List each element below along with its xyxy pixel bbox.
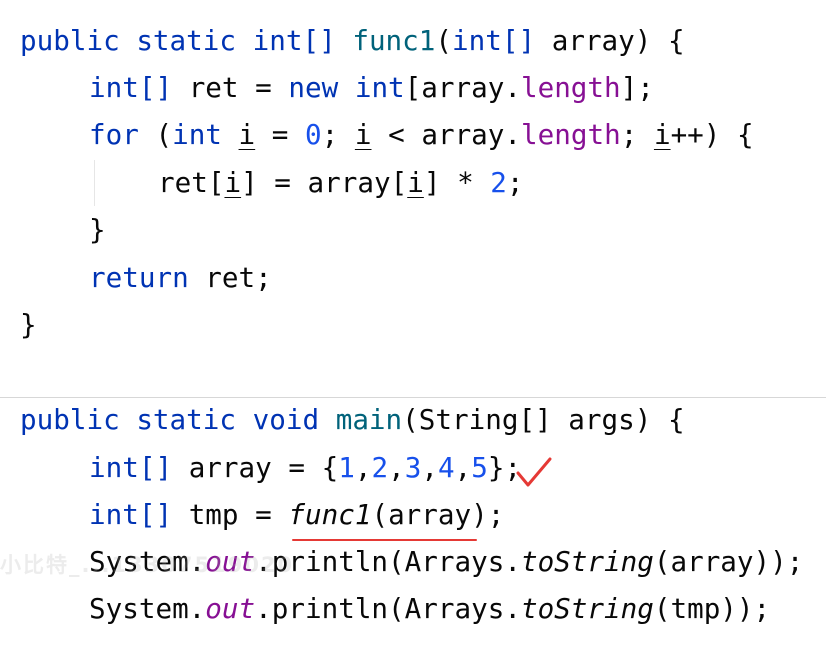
field-length: length xyxy=(521,118,621,151)
keyword-public: public xyxy=(20,403,120,436)
code-line-print-array[interactable]: System.out.println(Arrays.toString(array… xyxy=(89,545,804,578)
signature-close: ) { xyxy=(634,24,685,57)
type-int-array: int[] xyxy=(89,71,173,104)
return-type: int[] xyxy=(252,24,336,57)
method-call-func1: func1 xyxy=(288,498,372,531)
loop-var-i: i xyxy=(653,118,671,151)
code-line-main-signature[interactable]: public static void main(String[] args) { xyxy=(20,400,685,440)
panel-divider xyxy=(0,397,826,398)
open-paren: ( xyxy=(435,24,453,57)
code-line-array-init[interactable]: int[] array = {1,2,3,4,5}; xyxy=(89,451,522,484)
main-params: (String[] args) { xyxy=(402,403,685,436)
number-literal: 0 xyxy=(305,118,322,151)
loop-var-i: i xyxy=(238,118,256,151)
keyword-static: static xyxy=(136,24,236,57)
loop-var-i: i xyxy=(354,118,372,151)
static-field-out: out xyxy=(205,545,256,578)
closing-brace: } xyxy=(89,213,106,246)
keyword-return: return xyxy=(89,261,189,294)
panel-separator xyxy=(0,352,826,398)
loop-var-i: i xyxy=(224,166,242,199)
code-line-close-func1[interactable]: } xyxy=(20,305,37,345)
method-name: func1 xyxy=(352,24,436,57)
static-method-tostring: toString xyxy=(520,592,654,625)
watermark-text: 小比特_...13307519020 xyxy=(0,553,295,577)
keyword-public: public xyxy=(20,24,120,57)
code-line-assign[interactable]: ret[i] = array[i] * 2; xyxy=(158,166,524,199)
param-name: array xyxy=(535,24,635,57)
number-literal: 2 xyxy=(490,166,507,199)
param-type: int[] xyxy=(452,24,536,57)
code-panel-func1: public static int[] func1(int[] array) {… xyxy=(20,21,754,345)
keyword-void: void xyxy=(252,403,320,436)
type-int-array: int[] xyxy=(89,498,173,531)
code-line-close-for[interactable]: } xyxy=(20,210,106,250)
check-mark-icon xyxy=(516,457,552,487)
code-line-tmp-call[interactable]: int[] tmp = func1(array); xyxy=(89,498,505,531)
red-underline-annotation xyxy=(292,539,477,541)
closing-brace: } xyxy=(20,308,37,341)
type-int-array: int[] xyxy=(89,451,173,484)
code-line-print-tmp[interactable]: System.out.println(Arrays.toString(tmp))… xyxy=(89,592,771,625)
loop-var-i: i xyxy=(407,166,424,199)
code-line-for-loop[interactable]: for (int i = 0; i < array.length; i++) { xyxy=(89,118,754,151)
code-line-return[interactable]: return ret; xyxy=(89,261,272,294)
code-panel-main: public static void main(String[] args) {… xyxy=(0,398,826,668)
indent-guide xyxy=(94,160,95,206)
method-name: main xyxy=(335,403,403,436)
keyword-for: for xyxy=(89,118,139,151)
field-length: length xyxy=(520,71,621,104)
static-field-out: out xyxy=(205,592,256,625)
keyword-static: static xyxy=(136,403,236,436)
code-line-ret-decl[interactable]: int[] ret = new int[array.length]; xyxy=(89,71,654,104)
static-method-tostring: toString xyxy=(520,545,654,578)
keyword-new: new xyxy=(288,71,339,104)
code-line-func1-signature[interactable]: public static int[] func1(int[] array) { xyxy=(20,21,685,61)
